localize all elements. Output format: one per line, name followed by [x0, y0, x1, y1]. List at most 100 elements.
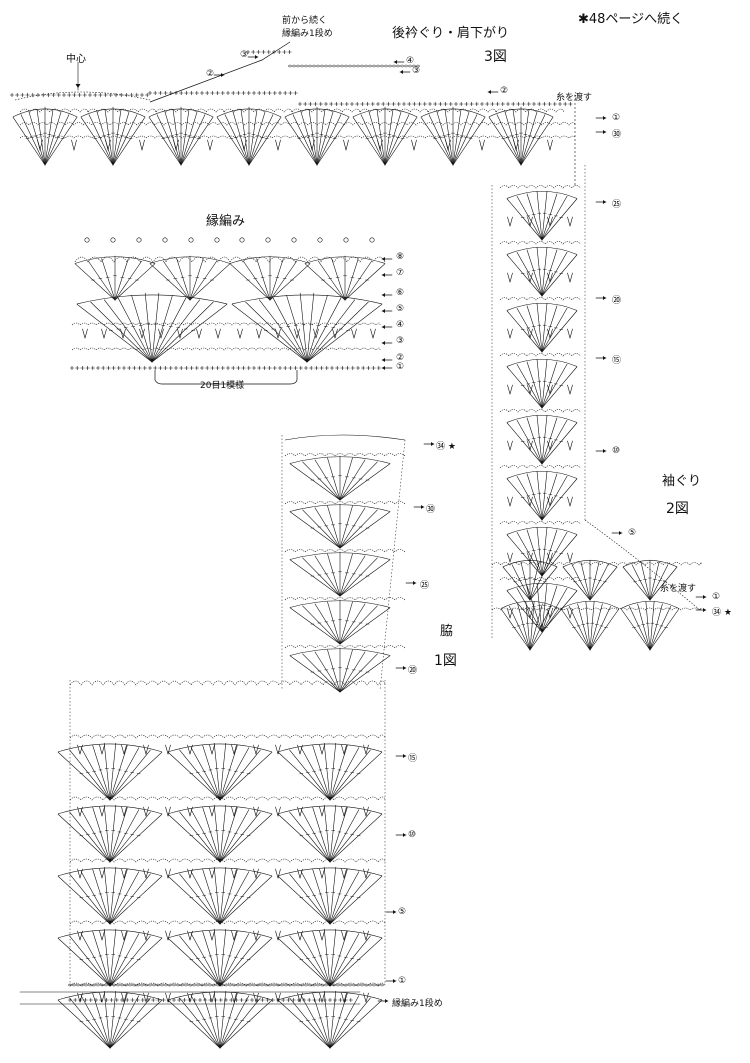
fan-motif [74, 255, 156, 301]
v-stitch [319, 744, 325, 755]
row-arrow-icon [405, 581, 417, 585]
v-stitch [231, 868, 237, 879]
chain-arch [499, 577, 581, 581]
v-stitch [165, 930, 171, 941]
picot [84, 237, 90, 243]
row-arrow-icon [487, 90, 499, 94]
v-stitch [121, 868, 127, 879]
edging-row-2: ② [396, 353, 405, 363]
fan-motif [622, 559, 678, 601]
armhole-chart [491, 165, 702, 651]
armhole-row-1: ① [712, 592, 721, 602]
v-stitch [332, 328, 338, 339]
v-stitch [351, 328, 357, 339]
chain-arch [71, 347, 381, 351]
v-stitch [567, 328, 573, 339]
v-stitch [99, 930, 105, 941]
fan-motif [57, 742, 163, 801]
chain-arch [19, 122, 576, 126]
v-stitch [527, 496, 533, 507]
side-row-25: ㉕ [420, 581, 430, 591]
v-stitch [121, 744, 127, 755]
fig3-row-2: ② [206, 69, 215, 79]
edging-chart [69, 237, 386, 385]
row-arrow-icon [381, 293, 393, 297]
v-stitch [120, 328, 126, 339]
v-stitch [547, 384, 553, 395]
back-neck-chart [9, 41, 576, 185]
fan-motif [289, 599, 391, 645]
row-arrow-icon [423, 442, 435, 446]
v-stitch [275, 992, 281, 1003]
fan-motif [284, 106, 350, 166]
fan-motif [231, 292, 383, 363]
v-stitch [567, 216, 573, 227]
row-arrow-icon [377, 999, 389, 1003]
fan-motif [167, 804, 273, 863]
continue-note: ✱48ページへ続く [578, 12, 684, 27]
chain-arch [284, 549, 406, 553]
row-arrow-icon [395, 833, 407, 837]
v-stitch [547, 328, 553, 339]
chain-arch [74, 256, 231, 263]
fan-motif [76, 292, 228, 363]
v-stitch [121, 930, 127, 941]
v-stitch [99, 992, 105, 1003]
v-stitch [547, 139, 553, 151]
v-stitch [209, 868, 215, 879]
v-stitch [253, 930, 259, 941]
v-stitch [507, 272, 513, 283]
v-stitch [253, 868, 259, 879]
picot [369, 237, 375, 243]
side-row-20: ⑳ [408, 666, 418, 676]
fan-motif [620, 600, 680, 651]
v-stitch [507, 216, 513, 227]
v-stitch [567, 496, 573, 507]
fig2-label: 2図 [666, 501, 689, 517]
row-arrow-icon [395, 754, 407, 758]
fan-motif [506, 302, 578, 353]
row-arrow-icon [595, 116, 607, 120]
v-stitch [507, 552, 513, 563]
v-stitch [37, 139, 43, 151]
v-stitch [256, 328, 262, 339]
fig3-row-1: ① [612, 113, 621, 123]
chain-arch [69, 982, 386, 987]
fan-motif [289, 647, 391, 693]
row-arrow-icon [381, 257, 393, 261]
v-stitch [527, 272, 533, 283]
chain-arch [71, 322, 381, 326]
armhole-row-5: ⑤ [628, 528, 637, 538]
v-stitch [297, 744, 303, 755]
fan-motif [560, 600, 620, 651]
fan-motif [502, 559, 558, 601]
chain-arch [499, 297, 581, 301]
picot [188, 237, 194, 243]
v-stitch [77, 868, 83, 879]
row-arrow-icon [595, 200, 607, 204]
v-stitch [319, 930, 325, 941]
chain-arch [491, 562, 702, 566]
v-stitch [547, 496, 553, 507]
v-stitch [411, 139, 417, 151]
v-stitch [165, 744, 171, 755]
v-stitch [139, 328, 145, 339]
v-stitch [139, 139, 145, 151]
v-stitch [275, 744, 281, 755]
v-stitch [341, 806, 347, 817]
fan-motif [506, 246, 578, 297]
center-label: 中心 [66, 54, 86, 65]
fan-motif [562, 559, 618, 601]
v-stitch [165, 868, 171, 879]
edging-repeat: 20目1模様 [200, 381, 245, 391]
fan-motif [488, 106, 554, 166]
row-arrow-icon [399, 70, 411, 74]
picot [239, 237, 245, 243]
armhole-row-25: ㉕ [612, 200, 622, 210]
single-crochet-row [69, 365, 381, 371]
edging-row-6: ⑥ [396, 288, 405, 298]
row-arrow-icon [393, 60, 405, 64]
v-stitch [547, 216, 553, 227]
picot [110, 237, 116, 243]
fan-motif [506, 414, 578, 465]
